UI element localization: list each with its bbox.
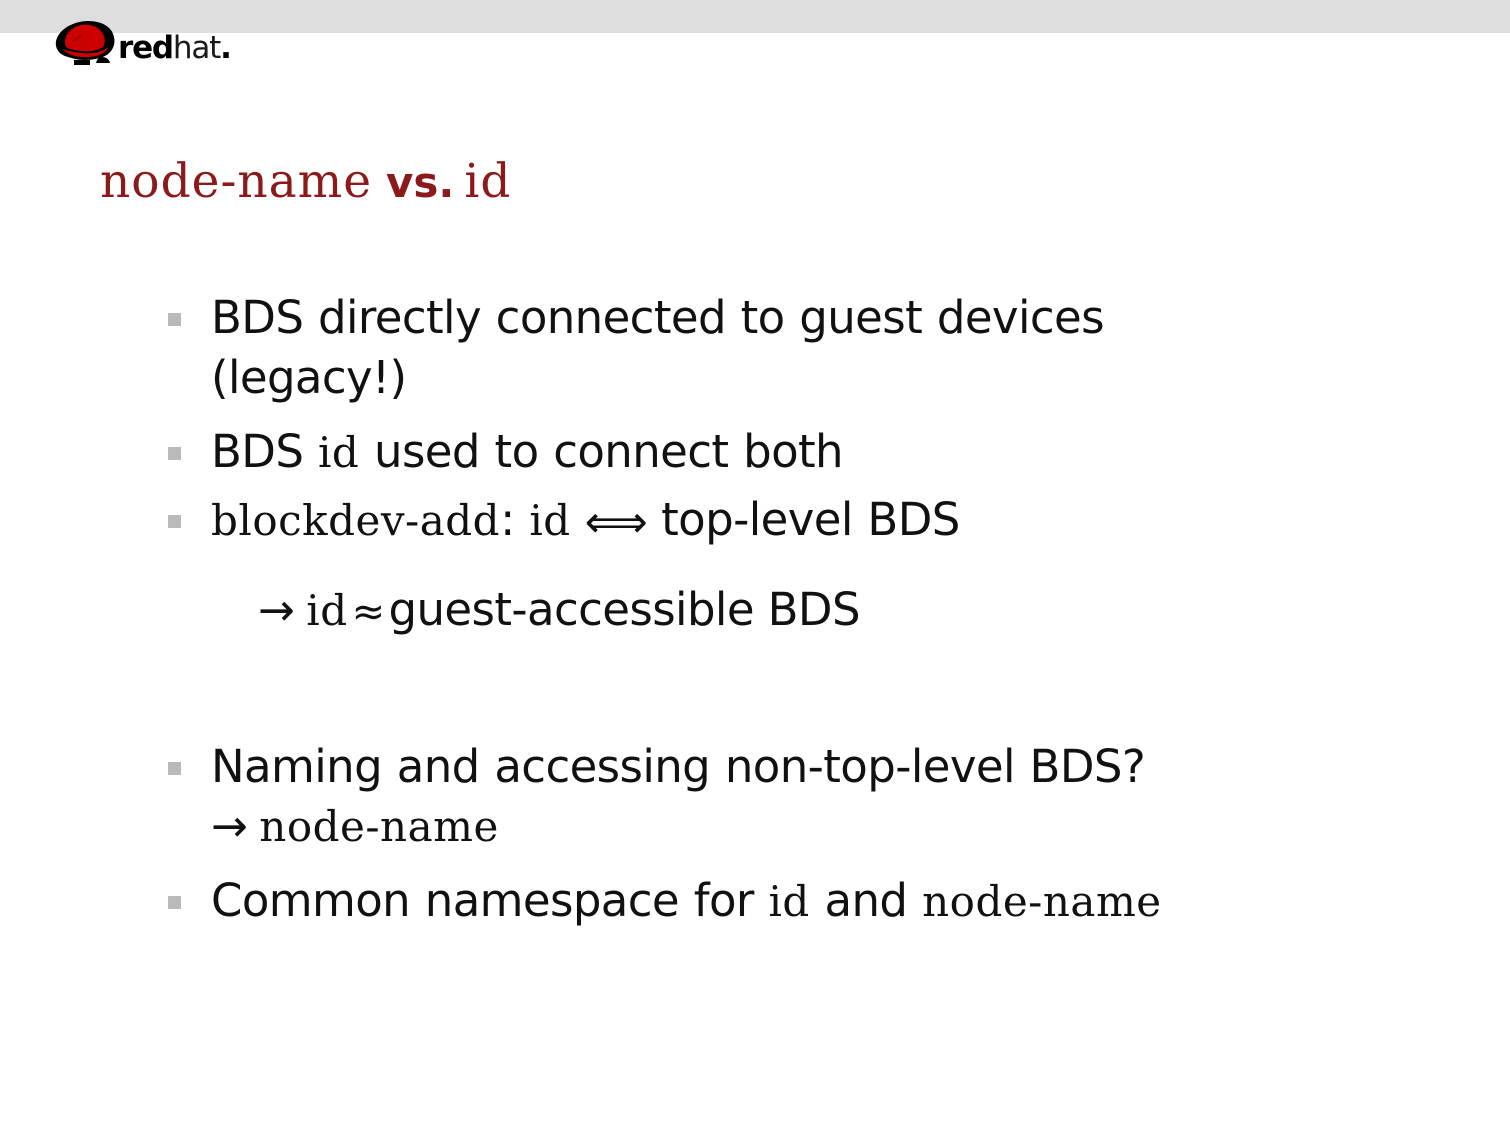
subline-seg-text: guest-accessible BDS [388,583,861,637]
list-item: blockdev-add: id ⟺top-level BDS [168,490,1428,551]
bullet-square-icon [168,514,181,528]
bullet-square-icon [168,895,181,909]
bullet-seg-text: Naming and accessing non-top-level BDS? [211,739,1146,793]
spacer [168,641,1428,737]
double-arrow-icon: ⟺ [584,496,648,548]
bullet-seg-code-node-name: node-name [922,876,1162,926]
bullet-line-1: BDS directly connected to guest devices [211,291,1105,344]
bullet-seg-and: and [809,873,923,927]
redhat-logo: redhat. [50,18,232,70]
bullet-seg-text: BDS [211,424,318,478]
bullet-text-bds-id-connect-both: BDS id used to connect both [211,422,1428,482]
page-title-part-vs: vs. [386,158,455,208]
bullet-seg-text: Common namespace for [211,873,769,927]
list-item: BDS directly connected to guest devices … [168,288,1428,408]
approx-equal-icon: ≈ [351,589,386,636]
slide-body: BDS directly connected to guest devices … [168,288,1428,931]
spacer [168,857,1428,871]
page-title: node-name vs.id [100,156,512,208]
redhat-wordmark: redhat. [118,29,232,66]
spacer [168,482,1428,490]
logo-word-red: red [118,29,174,66]
bullet-seg-text-tail: used to connect both [359,424,844,478]
bullet-square-icon [168,313,181,326]
page-title-part-node-name: node-name [100,154,373,210]
bullet-seg-code-id: id [318,427,360,477]
subline-seg-code-id: id [306,586,348,636]
page-title-part-id: id [464,154,512,210]
right-arrow-icon: → [258,585,295,637]
logo-word-hat: hat [172,29,221,66]
bullet-text-blockdev-add: blockdev-add: id ⟺top-level BDS [211,490,1428,551]
list-item: BDS id used to connect both [168,422,1428,482]
bullet-square-icon [168,446,181,460]
bullet-seg-text-tail: top-level BDS [661,492,960,546]
redhat-shadowman-icon [50,19,122,69]
bullet-text-bds-guest-devices: BDS directly connected to guest devices … [211,288,1428,408]
list-item: Common namespace for id and node-name [168,871,1428,931]
bullet-seg-code-blockdev-add: blockdev-add [211,495,501,545]
right-arrow-icon: → [211,801,248,853]
bullet-seg-code-id: id [768,876,810,926]
bullet-text-common-namespace: Common namespace for id and node-name [211,871,1428,931]
logo-word-dot: . [220,29,232,66]
spacer [168,550,1428,580]
header-band [0,0,1510,33]
bullet-seg-code-id: id [529,495,571,545]
subline-id-guest-accessible: →id≈guest-accessible BDS [258,580,1428,641]
subline-node-name: →node-name [211,796,1428,857]
subline-seg-code-node-name: node-name [259,802,499,852]
bullet-square-icon [168,761,181,775]
bullet-seg-colon: : [500,492,530,546]
list-item: Naming and accessing non-top-level BDS? [168,737,1428,797]
spacer [168,408,1428,422]
bullet-line-2: (legacy!) [211,350,407,404]
bullet-text-naming-non-top-level: Naming and accessing non-top-level BDS? [211,737,1428,797]
